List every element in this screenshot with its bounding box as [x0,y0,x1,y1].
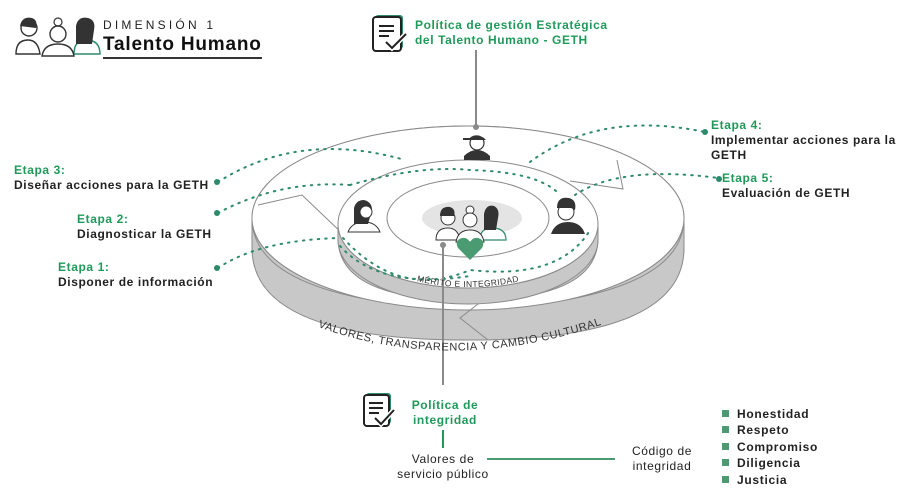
stage-4-desc-line2: GETH [711,148,747,162]
values-line2: servicio público [397,467,489,481]
integrity-policy-line1: Política de [411,398,479,412]
group-heart-icon [435,205,507,260]
list-item: Honestidad [722,406,818,422]
stage-3-desc: Diseñar acciones para la GETH [14,178,209,192]
person-man-icon [551,197,585,234]
square-bullet-icon [722,442,729,450]
square-bullet-icon [722,475,729,483]
checklist-document-icon [372,15,408,52]
values-line1: Valores de [411,452,475,466]
checklist-document-icon [363,393,396,428]
stage-5: Etapa 5: Evaluación de GETH [722,171,850,201]
list-item: Justicia [722,472,818,488]
stage-1-title: Etapa 1: [58,260,110,274]
geth-policy-title: Política de gestión Estratégica del Tale… [415,18,608,48]
dimension-kicker: DIMENSIÓN 1 [103,18,217,32]
square-bullet-icon [722,410,729,417]
stage-5-desc: Evaluación de GETH [722,186,851,200]
integrity-code: Código de integridad [622,444,702,474]
stage-2-title: Etapa 2: [77,212,129,226]
person-woman-icon [347,200,381,233]
integrity-policy-title: Política de integridad [405,398,485,428]
geth-policy-line2: del Talento Humano - GETH [415,33,588,47]
stage-4: Etapa 4: Implementar acciones para la GE… [711,118,896,163]
stage-1-desc: Disponer de información [58,275,214,289]
people-group-icon [15,17,101,57]
stage-2: Etapa 2: Diagnosticar la GETH [77,212,212,242]
stage-markers [214,129,722,271]
integrity-policy-line2: integridad [412,413,477,427]
stage-dotted-paths [217,124,719,281]
dimension-title: Talento Humano [103,34,262,59]
list-item: Compromiso [722,439,818,455]
stage-4-title: Etapa 4: [711,118,763,132]
list-item: Respeto [722,422,818,438]
list-item: Diligencia [722,455,818,471]
square-bullet-icon [722,459,729,467]
stage-1: Etapa 1: Disponer de información [58,260,213,290]
code-line1: Código de [631,444,693,458]
stage-4-desc-line1: Implementar acciones para la [711,133,896,147]
code-line2: integridad [632,459,692,473]
connectors [440,50,479,385]
stage-3: Etapa 3: Diseñar acciones para la GETH [14,163,209,193]
square-bullet-icon [722,426,729,434]
stage-5-title: Etapa 5: [722,171,774,185]
person-cap-icon [463,135,490,160]
stage-3-title: Etapa 3: [14,163,66,177]
stage-2-desc: Diagnosticar la GETH [77,227,212,241]
geth-policy-line1: Política de gestión Estratégica [415,18,608,32]
code-values-list: Honestidad Respeto Compromiso Diligencia… [722,406,818,488]
public-service-values: Valores de servicio público [385,452,501,482]
